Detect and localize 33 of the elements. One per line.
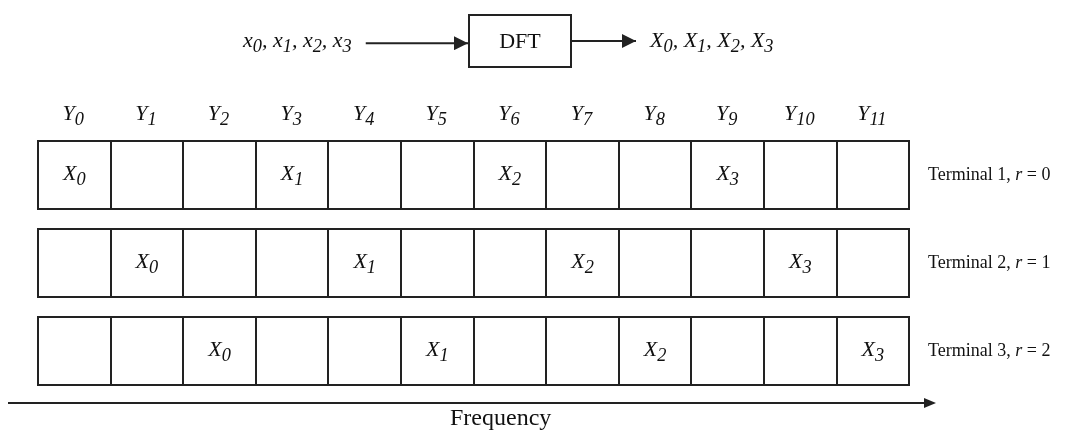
symbol-text: X$_{3}$ xyxy=(716,159,739,191)
column-header: Y$_{3}$ xyxy=(280,100,302,131)
row-label: Terminal 3, r = 2 xyxy=(928,340,1051,361)
symbol-text: X$_{0}$ xyxy=(208,335,231,367)
column-header: Y$_{10}$ xyxy=(784,100,815,131)
column-header: Y$_{8}$ xyxy=(643,100,665,131)
symbol-text: X$_{1}$ xyxy=(426,335,449,367)
row-label: Terminal 1, r = 0 xyxy=(928,164,1051,185)
process-box: DFT xyxy=(468,14,572,68)
column-header: Y$_{5}$ xyxy=(425,100,447,131)
column-header: Y$_{4}$ xyxy=(353,100,375,131)
symbol-text: X$_{2}$ xyxy=(571,247,594,279)
symbol-text: X$_{3}$ xyxy=(861,335,885,367)
arrow xyxy=(571,34,637,48)
symbol-text: X$_{0}$ xyxy=(135,247,159,279)
symbol-text: X$_{2}$ xyxy=(643,335,667,367)
column-header: Y$_{1}$ xyxy=(135,100,157,131)
column-header: Y$_{7}$ xyxy=(570,100,593,131)
symbol-text: X$_{3}$ xyxy=(789,247,812,279)
arrow xyxy=(364,36,469,51)
column-header: Y$_{2}$ xyxy=(207,100,230,131)
column-header: Y$_{9}$ xyxy=(716,100,738,131)
signal-text: x$_{0}$, x$_{1}$, x$_{2}$, x$_{3}$ xyxy=(243,27,352,60)
column-header: Y$_{11}$ xyxy=(857,100,887,131)
symbol-text: X$_{1}$ xyxy=(353,247,376,279)
signal-text: X$_{0}$, X$_{1}$, X$_{2}$, X$_{3}$ xyxy=(650,27,774,60)
axis-label: Frequency xyxy=(450,404,552,431)
symbol-text: X$_{0}$ xyxy=(63,159,86,191)
column-header: Y$_{6}$ xyxy=(498,100,520,131)
column-header: Y$_{0}$ xyxy=(62,100,84,131)
symbol-text: X$_{2}$ xyxy=(498,159,522,191)
symbol-text: X$_{1}$ xyxy=(280,159,304,191)
row-label: Terminal 2, r = 1 xyxy=(928,252,1051,273)
